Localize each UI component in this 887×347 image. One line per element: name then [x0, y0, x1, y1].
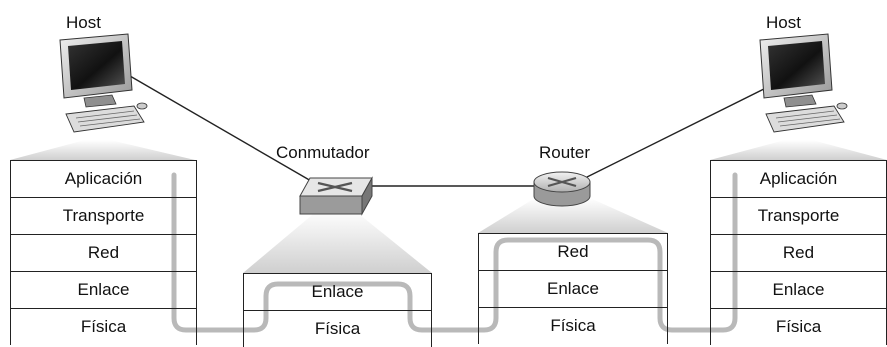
layer-fisica: Física [711, 308, 886, 345]
layer-red: Red [11, 234, 196, 271]
link-host-switch [129, 75, 319, 186]
switch-stack: Enlace Física [243, 273, 432, 347]
layer-transporte: Transporte [11, 197, 196, 234]
layer-fisica: Física [11, 308, 196, 345]
layer-aplicacion: Aplicación [11, 160, 196, 197]
host-right-stack: Aplicación Transporte Red Enlace Física [710, 160, 887, 345]
layer-aplicacion: Aplicación [711, 160, 886, 197]
layer-red: Red [479, 233, 667, 270]
host-right-platform [710, 140, 887, 160]
switch-platform [243, 210, 432, 273]
network-links [129, 75, 791, 187]
layer-enlace: Enlace [479, 270, 667, 307]
data-path [171, 172, 738, 333]
layer-enlace: Enlace [711, 271, 886, 308]
switch-icon [299, 176, 373, 216]
router-icon [533, 171, 591, 207]
host-left-stack: Aplicación Transporte Red Enlace Física [10, 160, 197, 345]
host-left-title: Host [66, 13, 101, 32]
router-title: Router [539, 143, 591, 162]
router-platform [478, 198, 668, 233]
layer-enlace: Enlace [11, 271, 196, 308]
layer-red: Red [711, 234, 886, 271]
host-right-title: Host [766, 13, 801, 32]
computer-icon [759, 33, 848, 133]
layer-fisica: Física [479, 307, 667, 344]
switch-title: Conmutador [276, 143, 370, 162]
computer-icon [59, 33, 148, 133]
host-left-platform [10, 140, 195, 160]
layer-transporte: Transporte [711, 197, 886, 234]
router-stack: Red Enlace Física [478, 233, 668, 344]
layer-enlace: Enlace [244, 273, 431, 310]
platforms [10, 140, 887, 273]
layer-fisica: Física [244, 310, 431, 347]
link-router-host [584, 75, 791, 179]
